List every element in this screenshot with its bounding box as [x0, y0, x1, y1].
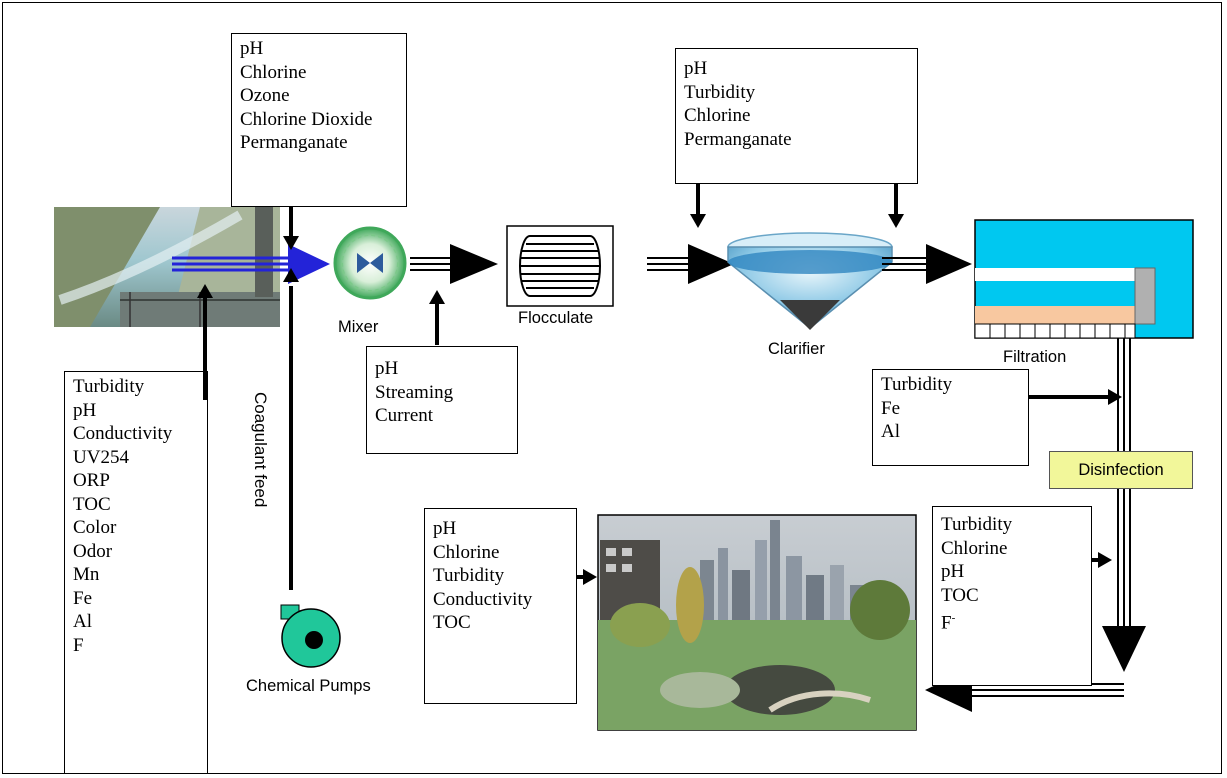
- param-text: F: [941, 612, 952, 634]
- param-text: Ozone: [240, 85, 290, 106]
- param-text: Chlorine: [684, 105, 751, 126]
- param-text: pH: [684, 58, 708, 79]
- param-text: Mn: [73, 564, 100, 585]
- source-param-arrow: [197, 284, 213, 400]
- param-text: Current: [375, 405, 434, 426]
- param-text: Fe: [73, 587, 92, 609]
- clarifier-to-filtration-arrow: [882, 244, 972, 284]
- filtration-param-arrow: [1029, 389, 1122, 405]
- param-text: Turbidity: [73, 376, 145, 397]
- coagulant-feed-arrowhead: [283, 268, 299, 282]
- flocculator-icon: [506, 225, 614, 307]
- chemical-pump-icon: [280, 604, 341, 668]
- param-text: Conductivity: [433, 588, 533, 610]
- param-text: pH: [73, 399, 97, 421]
- source-water-photo: [54, 207, 280, 327]
- param-text: TOC: [433, 612, 471, 633]
- flocculate-to-clarifier-arrow: [647, 244, 734, 284]
- distribution-params-box: pH Chlorine Turbidity Conductivity TOC: [424, 508, 577, 704]
- mixer-label: Mixer: [338, 318, 379, 336]
- clarifier-param-arrows: [690, 183, 904, 228]
- filtration-tank-icon: [974, 219, 1194, 339]
- chemical-pumps-label: Chemical Pumps: [246, 677, 371, 695]
- clarifier-icon: [727, 232, 893, 330]
- param-text: Chlorine: [433, 541, 500, 563]
- finished-water-params-box: Turbidity Chlorine pH TOC F-: [932, 506, 1092, 686]
- param-text: Turbidity: [684, 81, 756, 103]
- param-text: Conductivity: [73, 423, 173, 444]
- coagulant-feed-label: Coagulant feed: [251, 392, 270, 508]
- param-text: Chlorine: [240, 61, 307, 83]
- param-text: Chlorine: [941, 537, 1008, 559]
- param-text: Chlorine Dioxide: [240, 108, 373, 130]
- param-text: pH: [240, 38, 264, 59]
- filtration-params-box: Turbidity Fe Al: [872, 369, 1029, 466]
- raw-water-flow-arrow: [172, 244, 330, 284]
- clarifier-params-box: pH Turbidity Chlorine Permanganate: [675, 48, 918, 184]
- param-text: Color: [73, 517, 117, 538]
- param-text: Streaming: [375, 381, 454, 403]
- fluoride-superscript: -: [951, 612, 956, 624]
- param-text: F-: [941, 607, 1091, 635]
- filtration-label: Filtration: [1003, 348, 1067, 366]
- mixer-icon: [333, 226, 407, 300]
- param-text: Fe: [881, 397, 900, 419]
- param-text: Odor: [73, 540, 113, 562]
- preoxidant-arrow: [283, 206, 299, 250]
- param-text: Permanganate: [240, 132, 348, 153]
- param-text: Al: [881, 421, 900, 442]
- param-text: Turbidity: [433, 565, 505, 586]
- disinfection-label: Disinfection: [1049, 451, 1193, 489]
- param-text: Turbidity: [941, 514, 1013, 535]
- param-text: Turbidity: [881, 374, 953, 395]
- param-text: Permanganate: [684, 128, 792, 150]
- param-text: F: [73, 634, 84, 656]
- param-text: Al: [73, 611, 92, 632]
- param-text: UV254: [73, 446, 129, 468]
- preoxidant-params-box: pH Chlorine Ozone Chlorine Dioxide Perma…: [231, 33, 407, 207]
- param-text: pH: [375, 358, 399, 379]
- mixer-params-box: pH Streaming Current: [366, 346, 518, 454]
- flocculate-label: Flocculate: [518, 309, 594, 327]
- streaming-current-arrow: [429, 290, 445, 345]
- param-text: pH: [433, 518, 457, 539]
- param-text: TOC: [73, 493, 111, 515]
- clarifier-label: Clarifier: [768, 340, 825, 358]
- param-text: ORP: [73, 470, 110, 491]
- param-text: TOC: [941, 584, 979, 606]
- mixer-to-flocculate-arrow: [410, 244, 498, 284]
- source-water-params-box: Turbidity pH Conductivity UV254 ORP TOC …: [64, 371, 208, 774]
- param-text: pH: [941, 561, 965, 582]
- city-photo: [597, 514, 917, 731]
